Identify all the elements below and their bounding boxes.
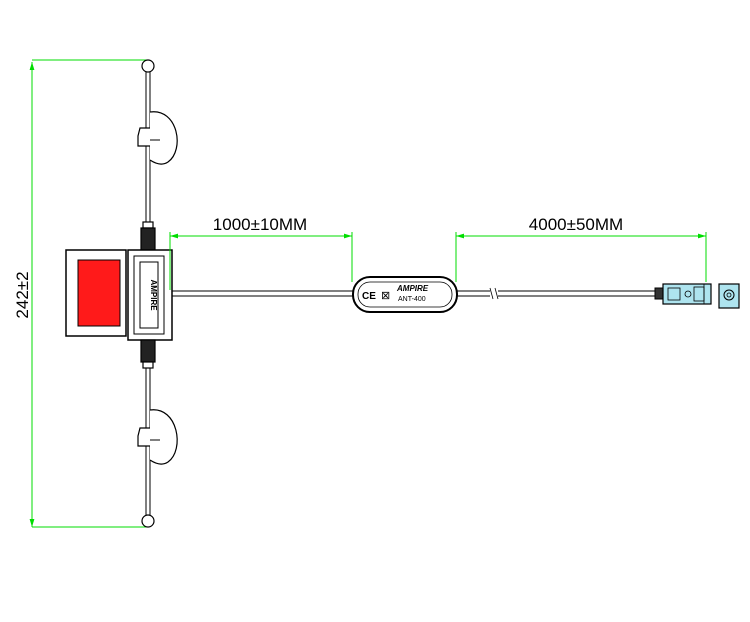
cable-gland-lower [140, 339, 156, 369]
segment2-dimension: 4000±50MM [455, 215, 707, 282]
fakra-connector [654, 283, 740, 309]
suction-cup-upper [137, 111, 178, 165]
amplifier-brand: AMPIRE [396, 284, 429, 293]
antenna-upper-rod [137, 59, 178, 251]
cable-gland-upper [140, 221, 156, 251]
height-label: 242±2 [13, 271, 32, 318]
rod-tip-bottom [141, 514, 155, 528]
ce-mark: CE [362, 291, 376, 302]
adhesive-pad [65, 249, 127, 337]
antenna-lower-rod [137, 339, 178, 528]
hub-brand-label: AMPIRE [149, 279, 158, 311]
cable-segment-2 [457, 287, 655, 300]
suction-cup-lower [137, 409, 178, 465]
amplifier-model: ANT-400 [398, 296, 426, 303]
crossed-bin-icon: ⊠ [381, 290, 390, 302]
antenna-hub: AMPIRE [127, 249, 173, 341]
segment1-label: 1000±10MM [213, 215, 307, 234]
segment1-dimension: 1000±10MM [169, 215, 353, 290]
cable-segment-1 [172, 290, 355, 297]
rod-tip-top [141, 59, 155, 73]
segment2-label: 4000±50MM [529, 215, 623, 234]
amplifier-box: CE ⊠ AMPIRE ANT-400 [352, 276, 458, 313]
height-dimension: 242±2 [13, 59, 148, 528]
